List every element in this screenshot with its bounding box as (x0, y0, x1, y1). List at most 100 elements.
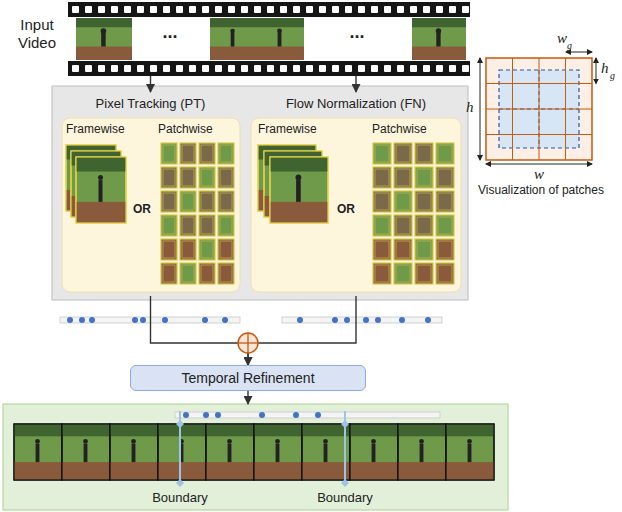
patch-stack (417, 193, 431, 210)
patch-grid (486, 58, 592, 160)
sprocket-hole (358, 65, 365, 72)
frame-border (14, 424, 62, 480)
video-patch (373, 191, 391, 212)
sprocket-hole (72, 65, 79, 72)
timeline-dot (344, 317, 350, 323)
frame-athlete-head (277, 29, 282, 34)
video-patch (373, 143, 391, 164)
frame-track (270, 202, 328, 223)
frame-trees (110, 424, 158, 436)
sprocket-hole (397, 65, 404, 72)
sprocket-hole (384, 65, 391, 72)
timeline-dot (67, 317, 73, 323)
patch-stack (201, 217, 213, 234)
patch-stack (220, 241, 232, 258)
node-text: OR (128, 202, 156, 216)
patch-stack (163, 145, 175, 162)
video-patch (161, 239, 177, 260)
frame-athlete (420, 444, 424, 462)
sprocket-hole (280, 6, 287, 13)
sprocket-hole (345, 6, 352, 13)
video-patch (373, 239, 391, 260)
patch-stack (182, 193, 194, 210)
boundary-mark (176, 479, 184, 487)
sprocket-hole (449, 6, 456, 13)
sprocket-hole (98, 6, 105, 13)
sprocket-hole (293, 6, 300, 13)
video-frame (76, 157, 126, 223)
frame-trees (14, 424, 62, 436)
patch-stack (396, 241, 410, 258)
sprocket-hole (137, 6, 144, 13)
video-patch (161, 263, 177, 284)
connector-arrow (150, 76, 151, 92)
timeline-dot (79, 317, 85, 323)
sprocket-hole (85, 6, 92, 13)
sprocket-hole (228, 65, 235, 72)
patch-stack (396, 169, 410, 186)
timeline-dot (222, 317, 228, 323)
method-box: Pixel Tracking (PT)FramewiseORPatchwise (58, 92, 243, 296)
timeline-dot (162, 317, 168, 323)
video-patch (199, 167, 215, 188)
patch-stack (220, 217, 232, 234)
frame-track (256, 47, 304, 60)
frame-trees (446, 424, 494, 436)
video-frame (210, 18, 256, 60)
patch-stack (182, 265, 194, 282)
video-patch (394, 263, 412, 284)
timeline-dot (293, 412, 299, 418)
video-patch (199, 239, 215, 260)
patch-stack (438, 169, 452, 186)
patch-stack (417, 145, 431, 162)
frame-trees (350, 424, 398, 436)
video-frame (302, 424, 350, 480)
dimension-label: g (567, 40, 572, 51)
film-strip-middle (68, 17, 470, 61)
frame-border (76, 157, 126, 223)
film-strip (68, 2, 470, 76)
sprocket-hole (384, 6, 391, 13)
video-patch (180, 191, 196, 212)
patch-stack (220, 265, 232, 282)
frame-track (206, 462, 254, 480)
frame-athlete-head (419, 439, 424, 444)
frame-athlete-head (101, 28, 107, 34)
sprocket-hole (449, 65, 456, 72)
patch-stack (182, 241, 194, 258)
frame-track (14, 462, 62, 480)
video-patch (436, 143, 454, 164)
sprocket-hole (254, 6, 261, 13)
dimension-label: w (557, 30, 567, 47)
sprocket-hole (241, 65, 248, 72)
dimension-arrow (566, 52, 592, 53)
timeline-dot (203, 412, 209, 418)
frame-athlete-head (371, 439, 376, 444)
timeline-dot (363, 317, 369, 323)
frame-athlete-head (98, 175, 103, 180)
video-patch (180, 239, 196, 260)
sprocket-hole (267, 65, 274, 72)
video-patch (415, 263, 433, 284)
patch-stack (220, 169, 232, 186)
video-patch (415, 215, 433, 236)
video-patch (373, 167, 391, 188)
sprocket-hole (111, 65, 118, 72)
timeline-dot (259, 412, 265, 418)
sum-symbol (238, 333, 258, 353)
video-patch (394, 215, 412, 236)
frame-athlete-head (227, 439, 232, 444)
figure-caption: Visualization of patches (466, 184, 616, 197)
patch-stack (220, 145, 232, 162)
video-frame (254, 424, 302, 480)
video-frame (158, 424, 206, 480)
frame-track (446, 462, 494, 480)
video-patch (394, 167, 412, 188)
frame-athlete-head (467, 439, 472, 444)
timeline-dot (215, 412, 221, 418)
timeline-dot (202, 317, 208, 323)
sprocket-hole (293, 65, 300, 72)
frame-trees (76, 157, 126, 172)
